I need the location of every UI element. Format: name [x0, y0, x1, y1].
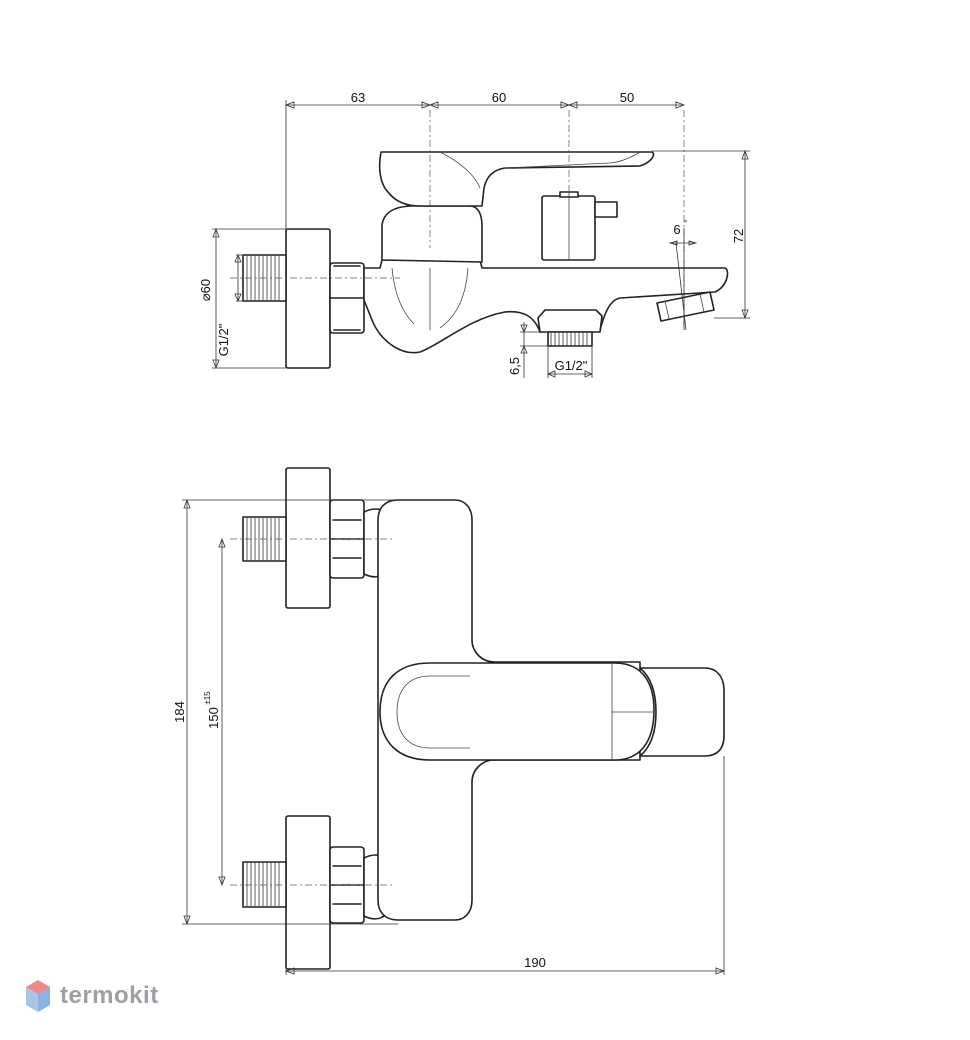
dim-72: 72: [652, 149, 750, 320]
dim-150-tolerance: ±15: [203, 691, 212, 705]
side-diverter-knob: [541, 191, 618, 261]
dim-50-label: 50: [620, 90, 634, 105]
dim-g12-spout-label: G1/2": [555, 358, 588, 373]
watermark: termokit: [24, 976, 159, 1016]
dim-184-label: 184: [172, 701, 187, 723]
dim-g12-inlet-label: G1/2": [216, 323, 231, 356]
side-hex-nut: [329, 262, 365, 334]
dim-63-label: 63: [351, 90, 365, 105]
dim-184: 184: [172, 498, 398, 926]
top-view: 184 150 ±15 190: [172, 467, 726, 975]
dim-150-label: 150: [206, 707, 221, 729]
dim-6-5-label: 6,5: [507, 357, 522, 375]
side-view: 63 60 50 72 6 ° 6,5: [198, 90, 750, 378]
top-lower-flange: [285, 815, 331, 970]
dim-6-5: 6,5: [507, 322, 548, 378]
side-wall-flange: [285, 228, 331, 369]
dim-63-60-50: 63 60 50: [284, 90, 686, 229]
dim-190-label: 190: [524, 955, 546, 970]
side-body-lower: [363, 259, 729, 354]
dim-190: 190: [284, 756, 726, 975]
top-spout-tip: [639, 667, 725, 757]
dim-g12-spout: G1/2": [546, 346, 594, 378]
top-handle-lever: [379, 662, 655, 761]
dim-60-label: 60: [492, 90, 506, 105]
side-shower-outlet: [537, 309, 603, 347]
dim-150: 150 ±15: [203, 537, 226, 887]
dim-6-label: 6: [673, 222, 680, 237]
watermark-text: termokit: [60, 982, 159, 1009]
dim-72-label: 72: [731, 229, 746, 243]
dim-diam60-g12: ⌀60 G1/2": [198, 227, 286, 370]
dim-6-degree: 6 °: [668, 219, 698, 331]
side-handle-lever: [378, 151, 655, 207]
dim-6-degree-sign: °: [684, 219, 687, 228]
side-spout-aerator: [656, 291, 715, 322]
top-upper-flange: [285, 467, 331, 609]
dim-diam60-label: ⌀60: [198, 279, 213, 301]
hexagon-logo-icon: [26, 980, 50, 1012]
side-body-column: [381, 205, 483, 263]
top-lower-thread: [242, 861, 287, 908]
